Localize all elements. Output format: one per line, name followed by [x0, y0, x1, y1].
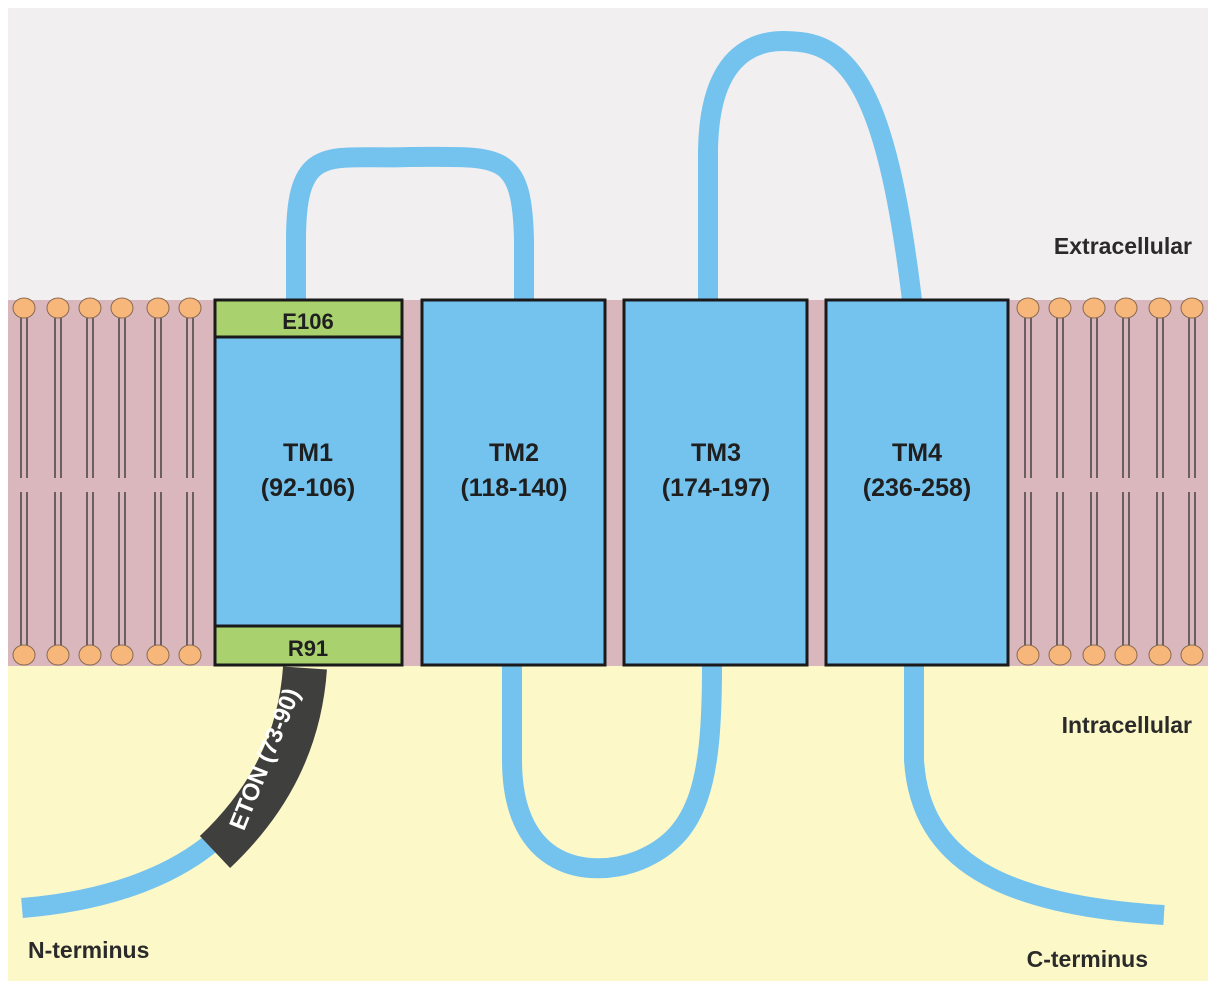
helix-range: (174-197)	[662, 474, 770, 502]
extracellular-label: Extracellular	[1054, 233, 1192, 259]
c-terminus-label: C-terminus	[1027, 946, 1148, 972]
residue-bottom-label: R91	[288, 636, 328, 661]
helix-range: (92-106)	[261, 474, 356, 502]
residue-top-label: E106	[282, 309, 333, 334]
n-terminus-label: N-terminus	[28, 937, 149, 963]
helix-range: (118-140)	[460, 474, 567, 502]
helix-tm1: E106 R91 TM1 (92-106)	[215, 300, 402, 665]
membrane-region	[8, 300, 1208, 666]
intracellular-region	[8, 666, 1208, 981]
helix-tm4: TM4 (236-258)	[826, 300, 1008, 665]
helix-tm2: TM2 (118-140)	[422, 300, 605, 665]
helix-tm3: TM3 (174-197)	[624, 300, 807, 665]
helix-range: (236-258)	[863, 474, 971, 502]
helix-name: TM2	[489, 439, 539, 467]
helix-name: TM3	[691, 439, 741, 467]
extracellular-region	[8, 8, 1208, 306]
intracellular-label: Intracellular	[1062, 712, 1192, 738]
helix-name: TM1	[283, 439, 333, 467]
helix-name: TM4	[892, 439, 942, 467]
